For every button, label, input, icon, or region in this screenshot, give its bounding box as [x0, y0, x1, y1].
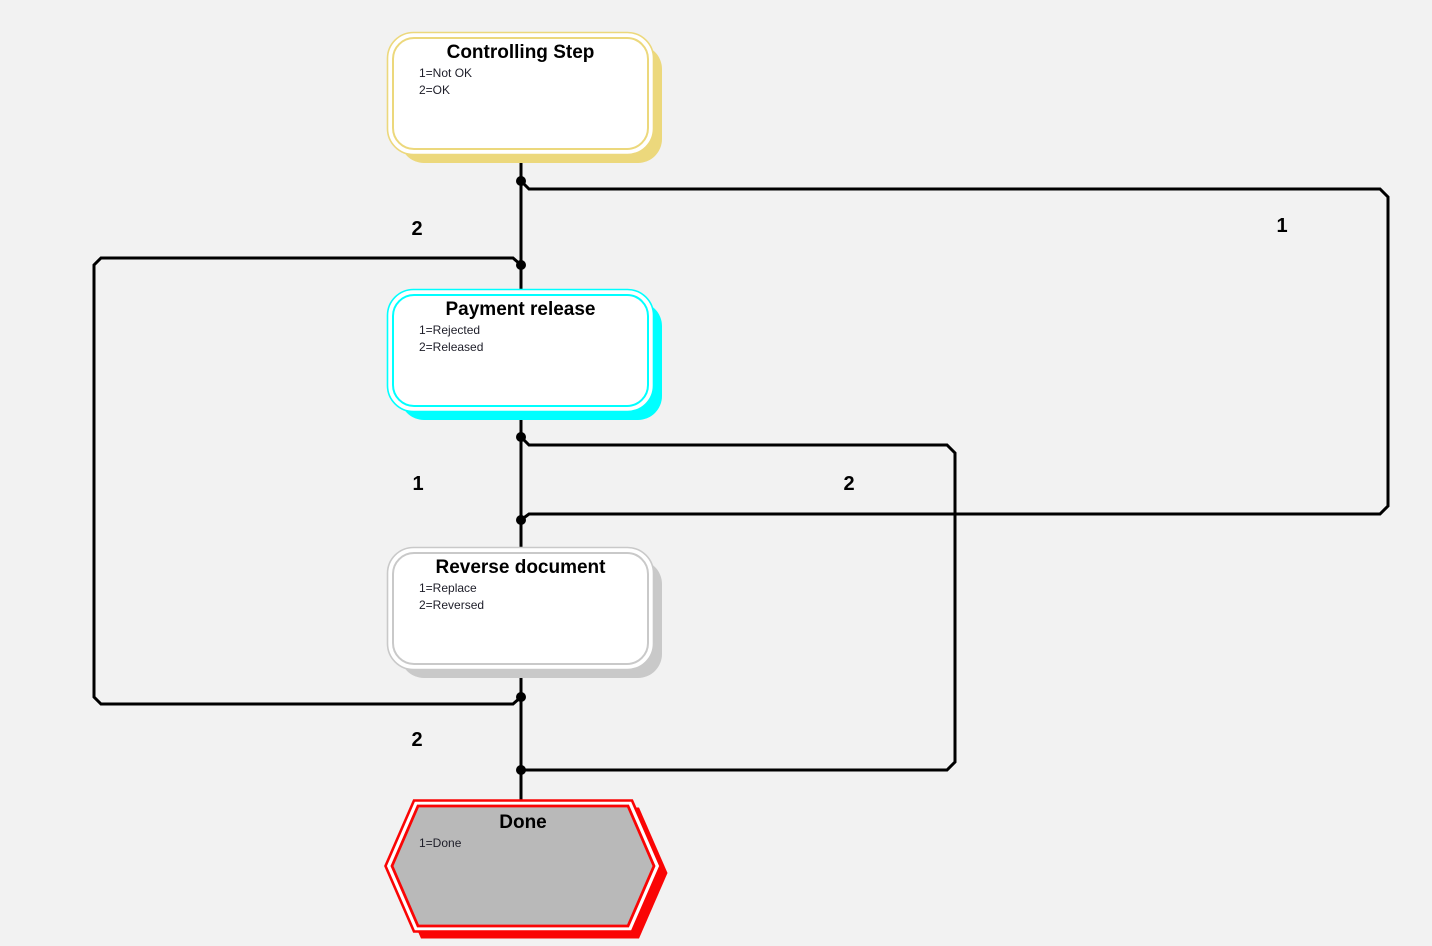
- junction-dot: [516, 176, 526, 186]
- node-outcome: 1=Replace: [419, 581, 477, 595]
- edge-payment-released-loop: [519, 435, 957, 772]
- node-body[interactable]: [390, 804, 656, 928]
- edges: [92, 149, 1390, 806]
- node-outcome: 1=Done: [419, 836, 462, 850]
- edge-controlling-notok-loop: [519, 179, 1390, 522]
- node-reverse-document[interactable]: Reverse document 1=Replace 2=Reversed: [386, 546, 663, 679]
- junction-dot: [516, 515, 526, 525]
- node-outcome: 2=Released: [419, 340, 483, 354]
- node-outcome: 2=OK: [419, 83, 450, 97]
- node-outcome: 1=Rejected: [419, 323, 480, 337]
- edge-reverse-replace-loop: [92, 256, 522, 706]
- junction-dot: [516, 260, 526, 270]
- junction-dot: [516, 692, 526, 702]
- edge-label-payment-rejected: 1: [412, 473, 423, 495]
- node-body[interactable]: [392, 552, 649, 665]
- node-outcome: 2=Reversed: [419, 598, 484, 612]
- node-outcome: 1=Not OK: [419, 66, 472, 80]
- node-controlling-step[interactable]: Controlling Step 1=Not OK 2=OK: [386, 31, 663, 164]
- junction-dot: [516, 765, 526, 775]
- edge-labels: 2 1 1 2 2: [411, 215, 1287, 751]
- node-title: Done: [499, 812, 547, 833]
- node-payment-release[interactable]: Payment release 1=Rejected 2=Released: [386, 288, 663, 421]
- node-body[interactable]: [392, 37, 649, 150]
- node-body[interactable]: [392, 294, 649, 407]
- junction-dot: [516, 432, 526, 442]
- edge-label-reverse-reversed: 2: [411, 729, 422, 751]
- edge-label-controlling-notok: 1: [1276, 215, 1287, 237]
- node-title: Reverse document: [435, 557, 606, 578]
- node-done[interactable]: Done 1=Done: [384, 799, 668, 939]
- node-title: Payment release: [446, 299, 596, 320]
- node-title: Controlling Step: [447, 42, 595, 63]
- edge-label-controlling-ok: 2: [411, 218, 422, 240]
- edge-label-payment-released: 2: [843, 473, 854, 495]
